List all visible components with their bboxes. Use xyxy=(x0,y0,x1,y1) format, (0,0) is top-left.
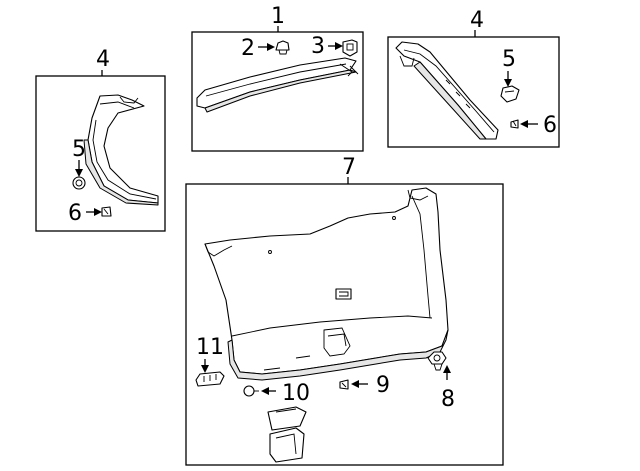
part-3-bracket xyxy=(342,39,358,57)
part-3-arrowhead xyxy=(335,42,343,50)
callout-9: 9 xyxy=(376,373,390,398)
callout-8: 8 xyxy=(441,387,455,412)
group-4-left-box xyxy=(35,75,166,232)
group-1-assembly: 1 2 3 xyxy=(191,4,364,152)
callout-7: 7 xyxy=(342,155,356,180)
group-7-assembly: 7 11 xyxy=(185,155,504,466)
callout-1: 1 xyxy=(271,4,285,29)
part-6-right-clip xyxy=(510,119,519,129)
part-8-fastener xyxy=(427,351,447,371)
liftgate-lower-trim-panel xyxy=(204,187,449,381)
callout-2: 2 xyxy=(241,36,255,61)
part-11-arrowhead xyxy=(201,365,209,373)
part-5-right-arrowhead xyxy=(504,79,512,87)
part-9-clip xyxy=(339,379,349,390)
cap-piece xyxy=(269,427,305,463)
part-6-left-clip xyxy=(101,206,112,217)
part-6-left-arrowhead xyxy=(94,208,102,216)
part-6-right-arrowhead xyxy=(520,120,528,128)
part-2-clip xyxy=(275,40,290,55)
callout-5-right: 5 xyxy=(502,47,516,72)
part-10-arrowhead xyxy=(261,387,269,395)
left-side-trim-part xyxy=(83,94,159,206)
callout-3: 3 xyxy=(311,34,325,59)
callout-4-left: 4 xyxy=(96,47,110,72)
part-5-left-arrowhead xyxy=(75,169,83,177)
group-4-left-assembly: 4 5 6 xyxy=(35,47,166,232)
callout-6-right: 6 xyxy=(543,113,557,138)
callout-6-left: 6 xyxy=(68,201,82,226)
part-2-arrowhead xyxy=(267,43,275,51)
part-5-right-clip xyxy=(500,85,520,103)
right-side-trim-part xyxy=(395,41,499,140)
group-7-box xyxy=(185,183,504,466)
part-11-handle xyxy=(195,371,225,387)
part-8-arrowhead xyxy=(443,365,451,373)
callout-4-right: 4 xyxy=(470,8,484,33)
cover-piece xyxy=(267,406,307,431)
part-9-arrowhead xyxy=(351,380,359,388)
group-4-right-box xyxy=(387,36,560,148)
part-10-screw xyxy=(243,385,259,397)
group-4-right-assembly: 4 5 6 xyxy=(387,8,560,148)
callout-5-left: 5 xyxy=(72,137,86,162)
callout-11: 11 xyxy=(196,335,224,360)
callout-10: 10 xyxy=(282,381,310,406)
upper-garnish-part xyxy=(196,57,359,113)
part-5-left-clip xyxy=(72,176,86,190)
